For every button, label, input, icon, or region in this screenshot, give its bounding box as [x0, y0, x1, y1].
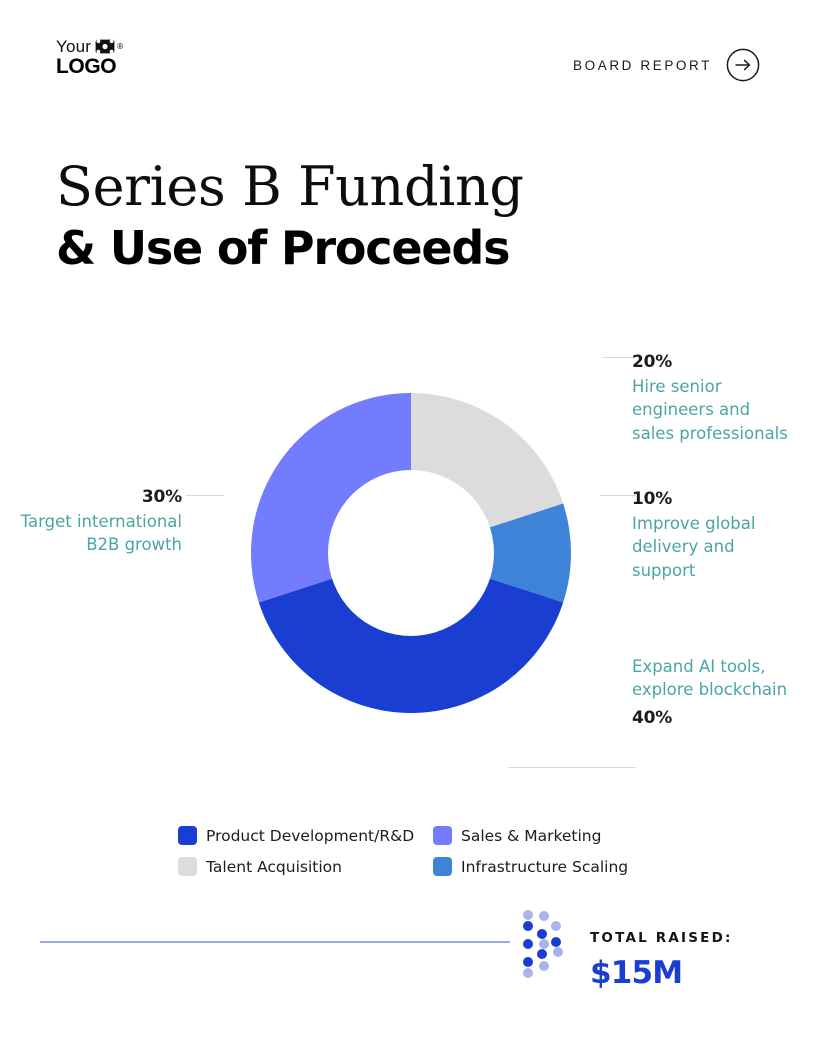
legend-item-sales-marketing[interactable]: Sales & Marketing: [433, 826, 658, 845]
legend-label: Sales & Marketing: [461, 826, 602, 845]
legend-item-product-development[interactable]: Product Development/R&D: [178, 826, 433, 845]
leader-line-20: [602, 357, 636, 358]
page-header: Your ® LOGO BOARD REPORT: [56, 38, 760, 84]
dot-chevron-icon: [523, 910, 563, 978]
board-report-label: BOARD REPORT: [573, 57, 712, 73]
legend-label: Talent Acquisition: [206, 857, 342, 876]
total-raised-amount: $15M: [590, 955, 683, 991]
board-report-link[interactable]: BOARD REPORT: [573, 48, 760, 82]
callout-talent-percent: 20%: [632, 352, 673, 372]
callout-talent-acquisition: 20% Hire senior engineers and sales prof…: [632, 352, 792, 445]
chart-legend: Product Development/R&D Sales & Marketin…: [178, 826, 658, 876]
legend-item-infrastructure-scaling[interactable]: Infrastructure Scaling: [433, 857, 658, 876]
legend-label: Product Development/R&D: [206, 826, 415, 845]
callout-infrastructure-scaling: 10% Improve global delivery and support: [632, 489, 782, 582]
title-line-sans: & Use of Proceeds: [56, 221, 510, 276]
registered-mark: ®: [116, 41, 125, 51]
total-raised-label: TOTAL RAISED:: [590, 930, 733, 946]
brand-logo[interactable]: Your ® LOGO: [56, 38, 124, 77]
legend-item-talent-acquisition[interactable]: Talent Acquisition: [178, 857, 433, 876]
logo-top-row: Your ®: [56, 38, 124, 55]
callout-sales-marketing: 30% Target international B2B growth: [14, 487, 183, 557]
callout-infrastructure-description: Improve global delivery and support: [632, 514, 756, 580]
legend-swatch-icon: [433, 826, 452, 845]
legend-swatch-icon: [178, 857, 197, 876]
arrow-right-circle-icon[interactable]: [726, 48, 760, 82]
leader-line-30: [186, 495, 224, 496]
total-raised-block: TOTAL RAISED: $15M: [590, 930, 733, 991]
legend-label: Infrastructure Scaling: [461, 857, 629, 876]
page-footer: TOTAL RAISED: $15M: [0, 900, 816, 1030]
donut-hole: [328, 470, 494, 636]
callout-product-development: Expand AI tools, explore blockchain 40%: [632, 655, 792, 728]
logo-your-text: Your: [56, 37, 92, 56]
donut-svg: [250, 393, 572, 714]
callout-sales-description: Target international B2B growth: [20, 512, 182, 555]
funding-donut-chart: 20% Hire senior engineers and sales prof…: [0, 330, 816, 800]
legend-swatch-icon: [178, 826, 197, 845]
footer-divider: [40, 941, 510, 943]
callout-infrastructure-percent: 10%: [632, 489, 673, 509]
callout-product-percent: 40%: [632, 707, 673, 728]
logo-bottom-text: LOGO: [56, 55, 117, 78]
callout-talent-description: Hire senior engineers and sales professi…: [632, 377, 788, 443]
callout-product-description: Expand AI tools, explore blockchain: [632, 657, 788, 700]
logo-clover-icon: [95, 39, 115, 54]
title-line-serif: Series B Funding: [56, 155, 524, 218]
legend-swatch-icon: [433, 857, 452, 876]
callout-sales-percent: 30%: [141, 487, 182, 507]
leader-line-40: [508, 767, 636, 768]
page-title: Series B Funding & Use of Proceeds: [56, 158, 524, 275]
leader-line-10: [600, 495, 636, 496]
